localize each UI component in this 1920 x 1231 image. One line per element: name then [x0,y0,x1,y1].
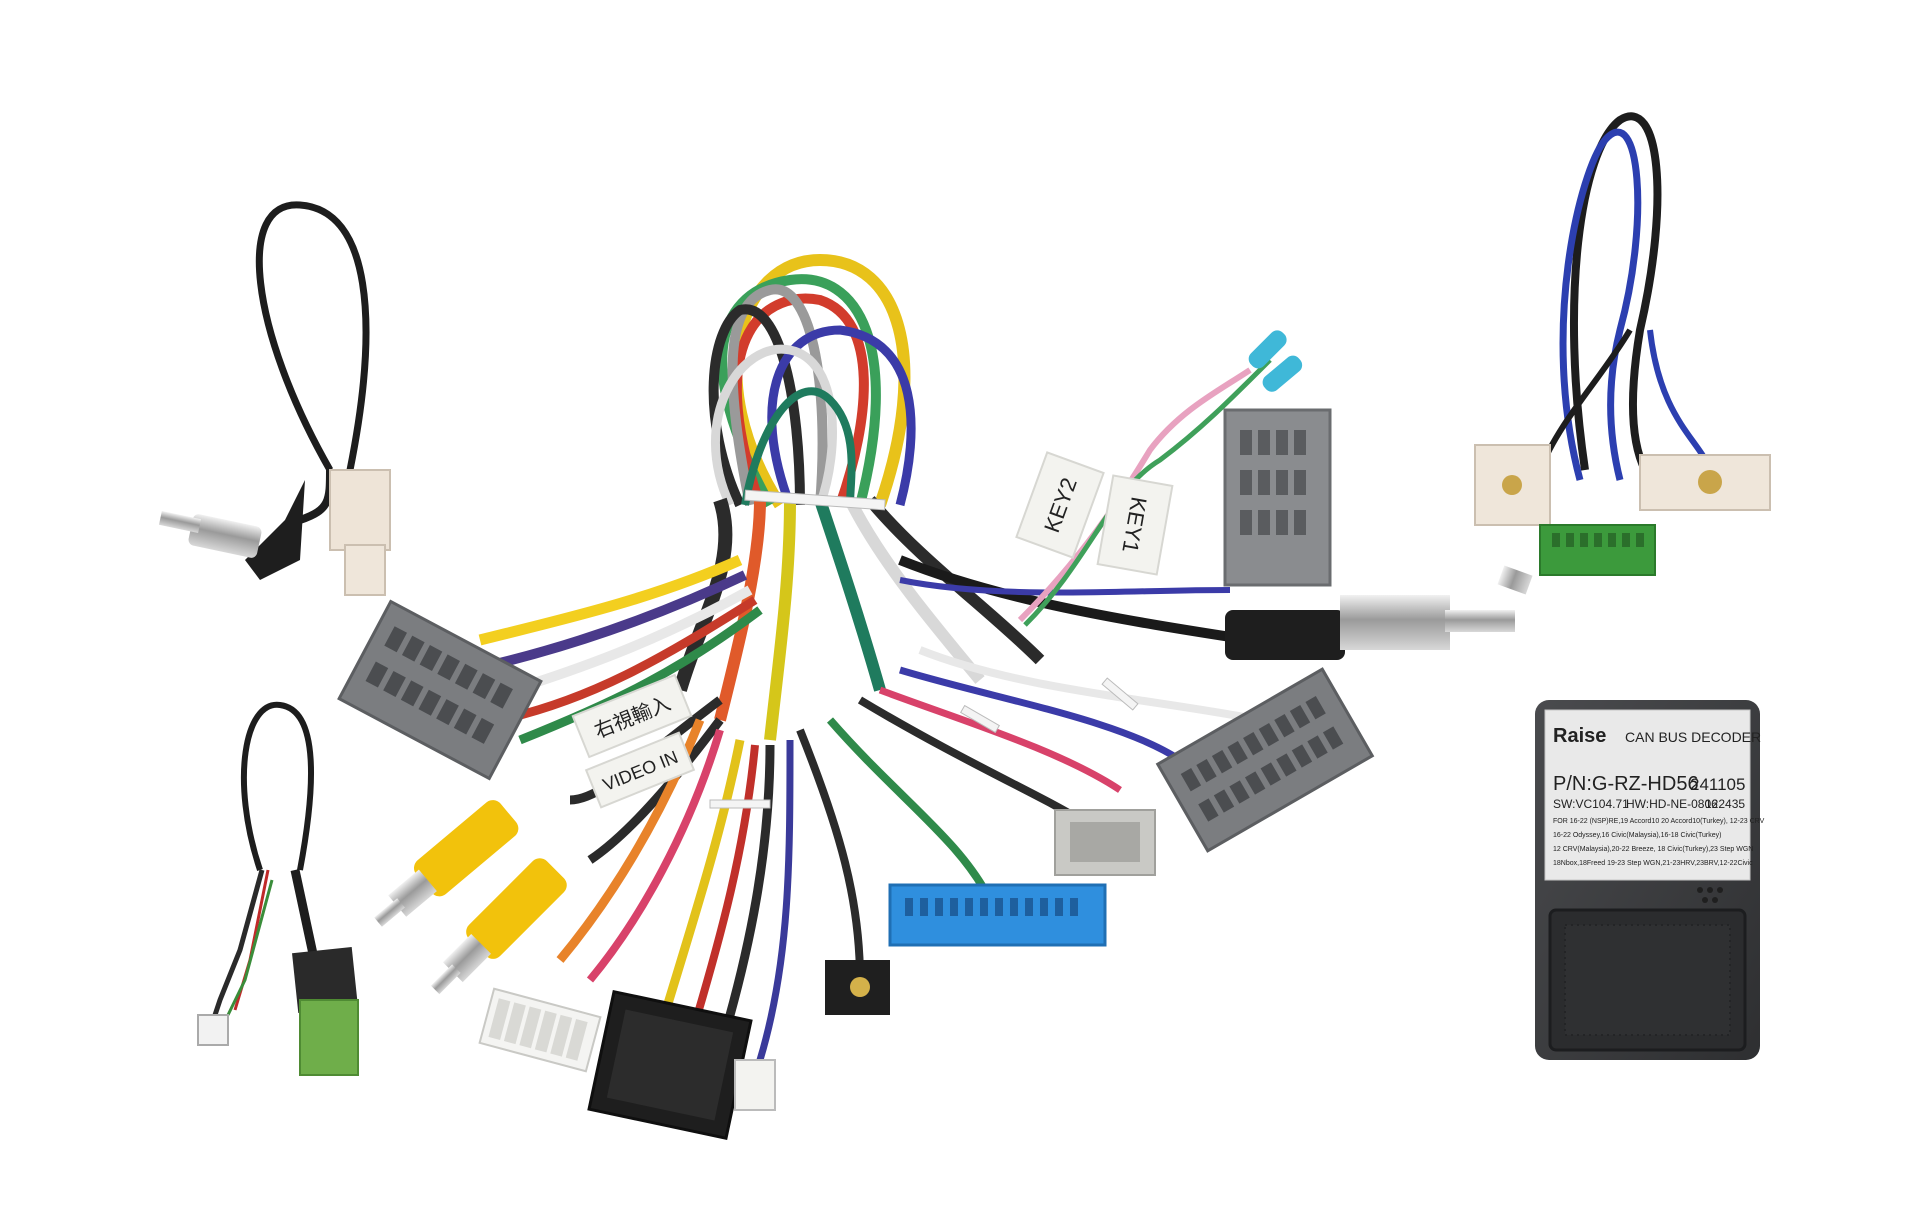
decoder-compat-line: 12 CRV(Malaysia),20-22 Breeze, 18 Civic(… [1553,846,1753,853]
grey-connector-top [1223,408,1332,587]
decoder-compat-line: FOR 16-22 (NSP)RE,19 Accord10 20 Accord1… [1553,818,1765,825]
decoder-serial: 122435 [1705,797,1745,811]
white-connector-bottom [478,987,602,1073]
small-white-connector [734,1059,776,1111]
grey-connector-small [1054,809,1156,876]
blue-connector [888,883,1107,947]
decoder-compat-line: 16-22 Odyssey,16 Civic(Malaysia),16-18 C… [1553,832,1721,839]
decoder-compat-line: 18Nbox,18Freed 19-23 Step WGN,21-23HRV,2… [1553,860,1753,867]
green-connector-jumper [1474,112,1771,576]
black-connector [587,989,753,1141]
decoder-software: SW:VC104.71 [1553,797,1629,811]
decoder-hardware: HW:HD-NE-0806 [1626,797,1718,811]
decoder-title: CAN BUS DECODER [1625,729,1761,745]
antenna-plug-right [1225,565,1533,660]
key1-tag: KEY1 [1096,474,1174,576]
green-plug-jumper [197,701,359,1076]
rca-plug-yellow-1 [374,800,519,927]
black-jack-connector [825,960,890,1015]
grey-connector-right [1155,667,1375,853]
decoder-batch: 241105 [1690,775,1745,794]
decoder-brand: Raise [1553,725,1606,747]
decoder-part-number: P/N:G-RZ-HD56 [1553,773,1699,795]
rca-plug-yellow-2 [430,858,567,995]
can-bus-decoder-box: Raise CAN BUS DECODER P/N:G-RZ-HD56 2411… [1535,700,1765,1060]
decoder-vent-holes [1697,887,1723,903]
grey-connector-left [337,599,543,781]
key2-tag: KEY2 [1015,451,1105,559]
main-wire-harness [468,253,1303,1062]
right-view-input-tag: 右視輸入 [571,673,693,759]
antenna-jumper-cable [158,201,391,596]
